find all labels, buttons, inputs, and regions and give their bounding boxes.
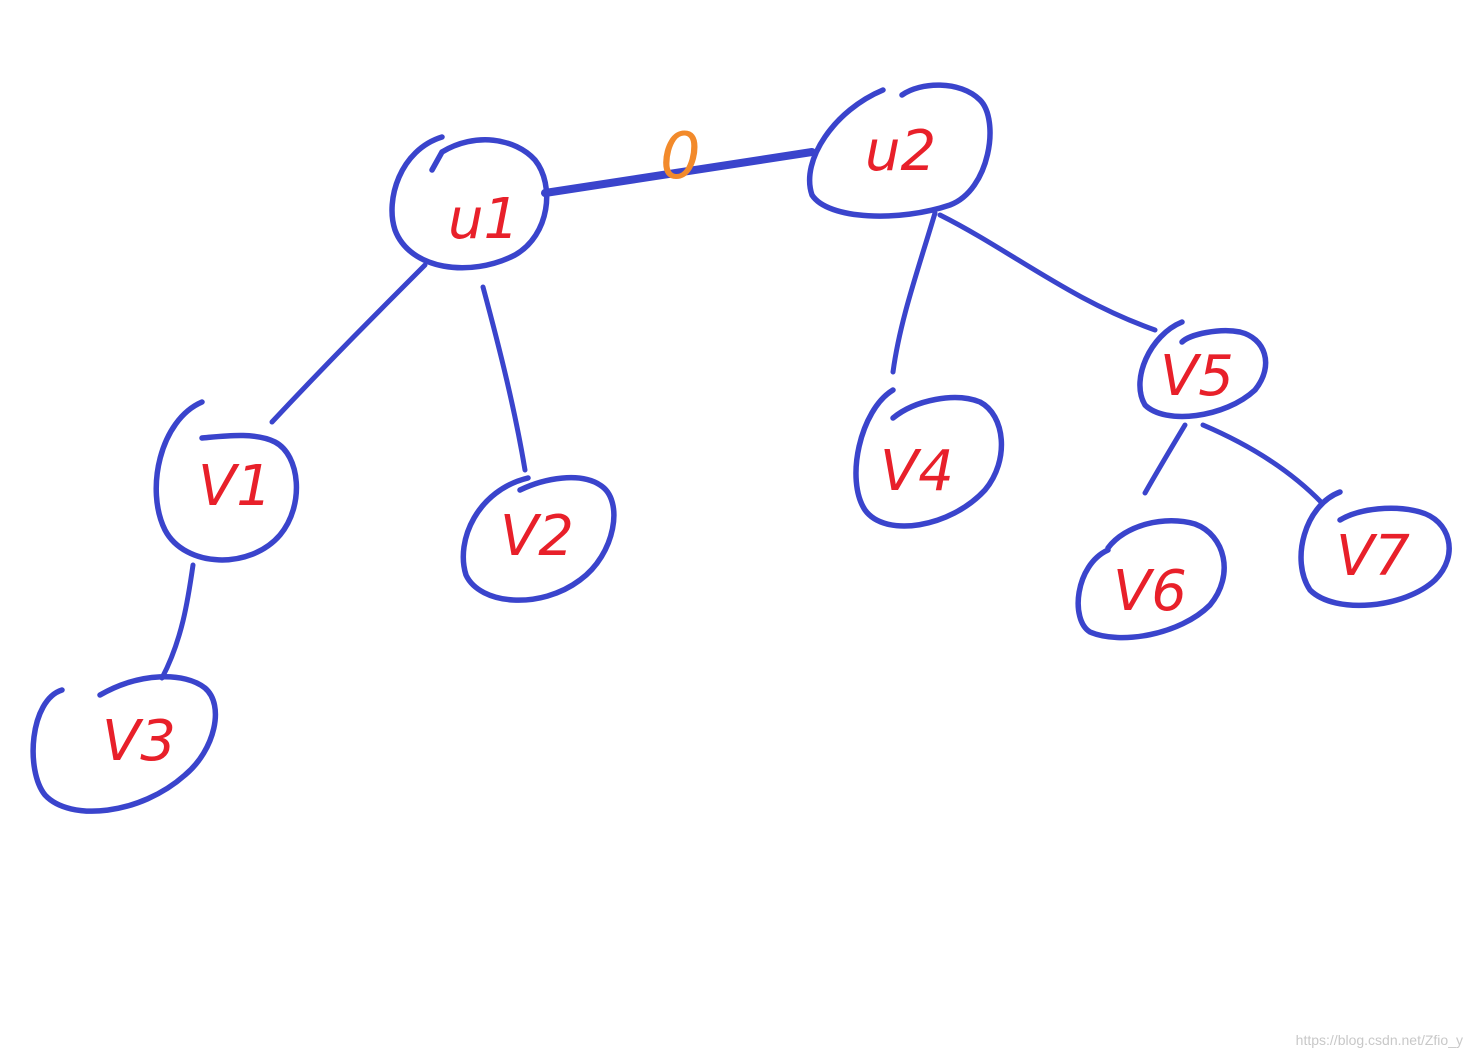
node-v7-label: V7 [1336,524,1410,589]
node-v2: V2 [460,474,617,603]
node-v2-label: V2 [500,504,574,569]
node-v3-ring [30,674,219,814]
node-v4-label: V4 [880,439,954,504]
node-v1-ring [153,399,300,563]
edge-weight-u1-u2: 0 [660,120,701,194]
watermark-text: https://blog.csdn.net/Zfio_y [1295,1032,1463,1048]
edge-u1-v2 [480,284,528,473]
node-v6-ring [1075,518,1227,641]
node-u2-label: u2 [865,119,936,184]
node-v1: V1 [153,399,300,563]
edge-v5-v7 [1200,422,1325,506]
edge-u2-v4 [890,210,938,375]
node-u2: u2 [806,82,993,219]
node-v7-ring [1298,489,1452,609]
node-v2-ring [460,474,617,603]
node-v4: V4 [853,387,1005,529]
node-u1: u1 [389,134,550,271]
node-v4-ring [853,387,1005,529]
node-v3: V3 [30,674,219,814]
edges [159,148,1325,681]
node-v7: V7 [1298,489,1452,609]
node-v1-label: V1 [198,454,272,519]
node-u1-ring [389,134,550,271]
node-u1-label: u1 [448,187,519,252]
node-u2-ring [806,82,993,219]
edge-u2-v5 [937,212,1158,333]
edge-v1-v3 [159,562,196,681]
nodes: u1 u2 V1 V2 V3 V4 V5 V6 [30,82,1452,814]
node-v3-label: V3 [102,709,176,774]
edge-u1-v1 [269,262,428,425]
node-v5-ring [1137,319,1269,420]
node-v5: V5 [1137,319,1269,420]
node-v5-label: V5 [1160,344,1234,409]
edge-u1-u2 [541,148,816,197]
edge-v5-v6 [1142,422,1188,496]
node-v6: V6 [1075,518,1227,641]
node-v6-label: V6 [1113,559,1187,624]
